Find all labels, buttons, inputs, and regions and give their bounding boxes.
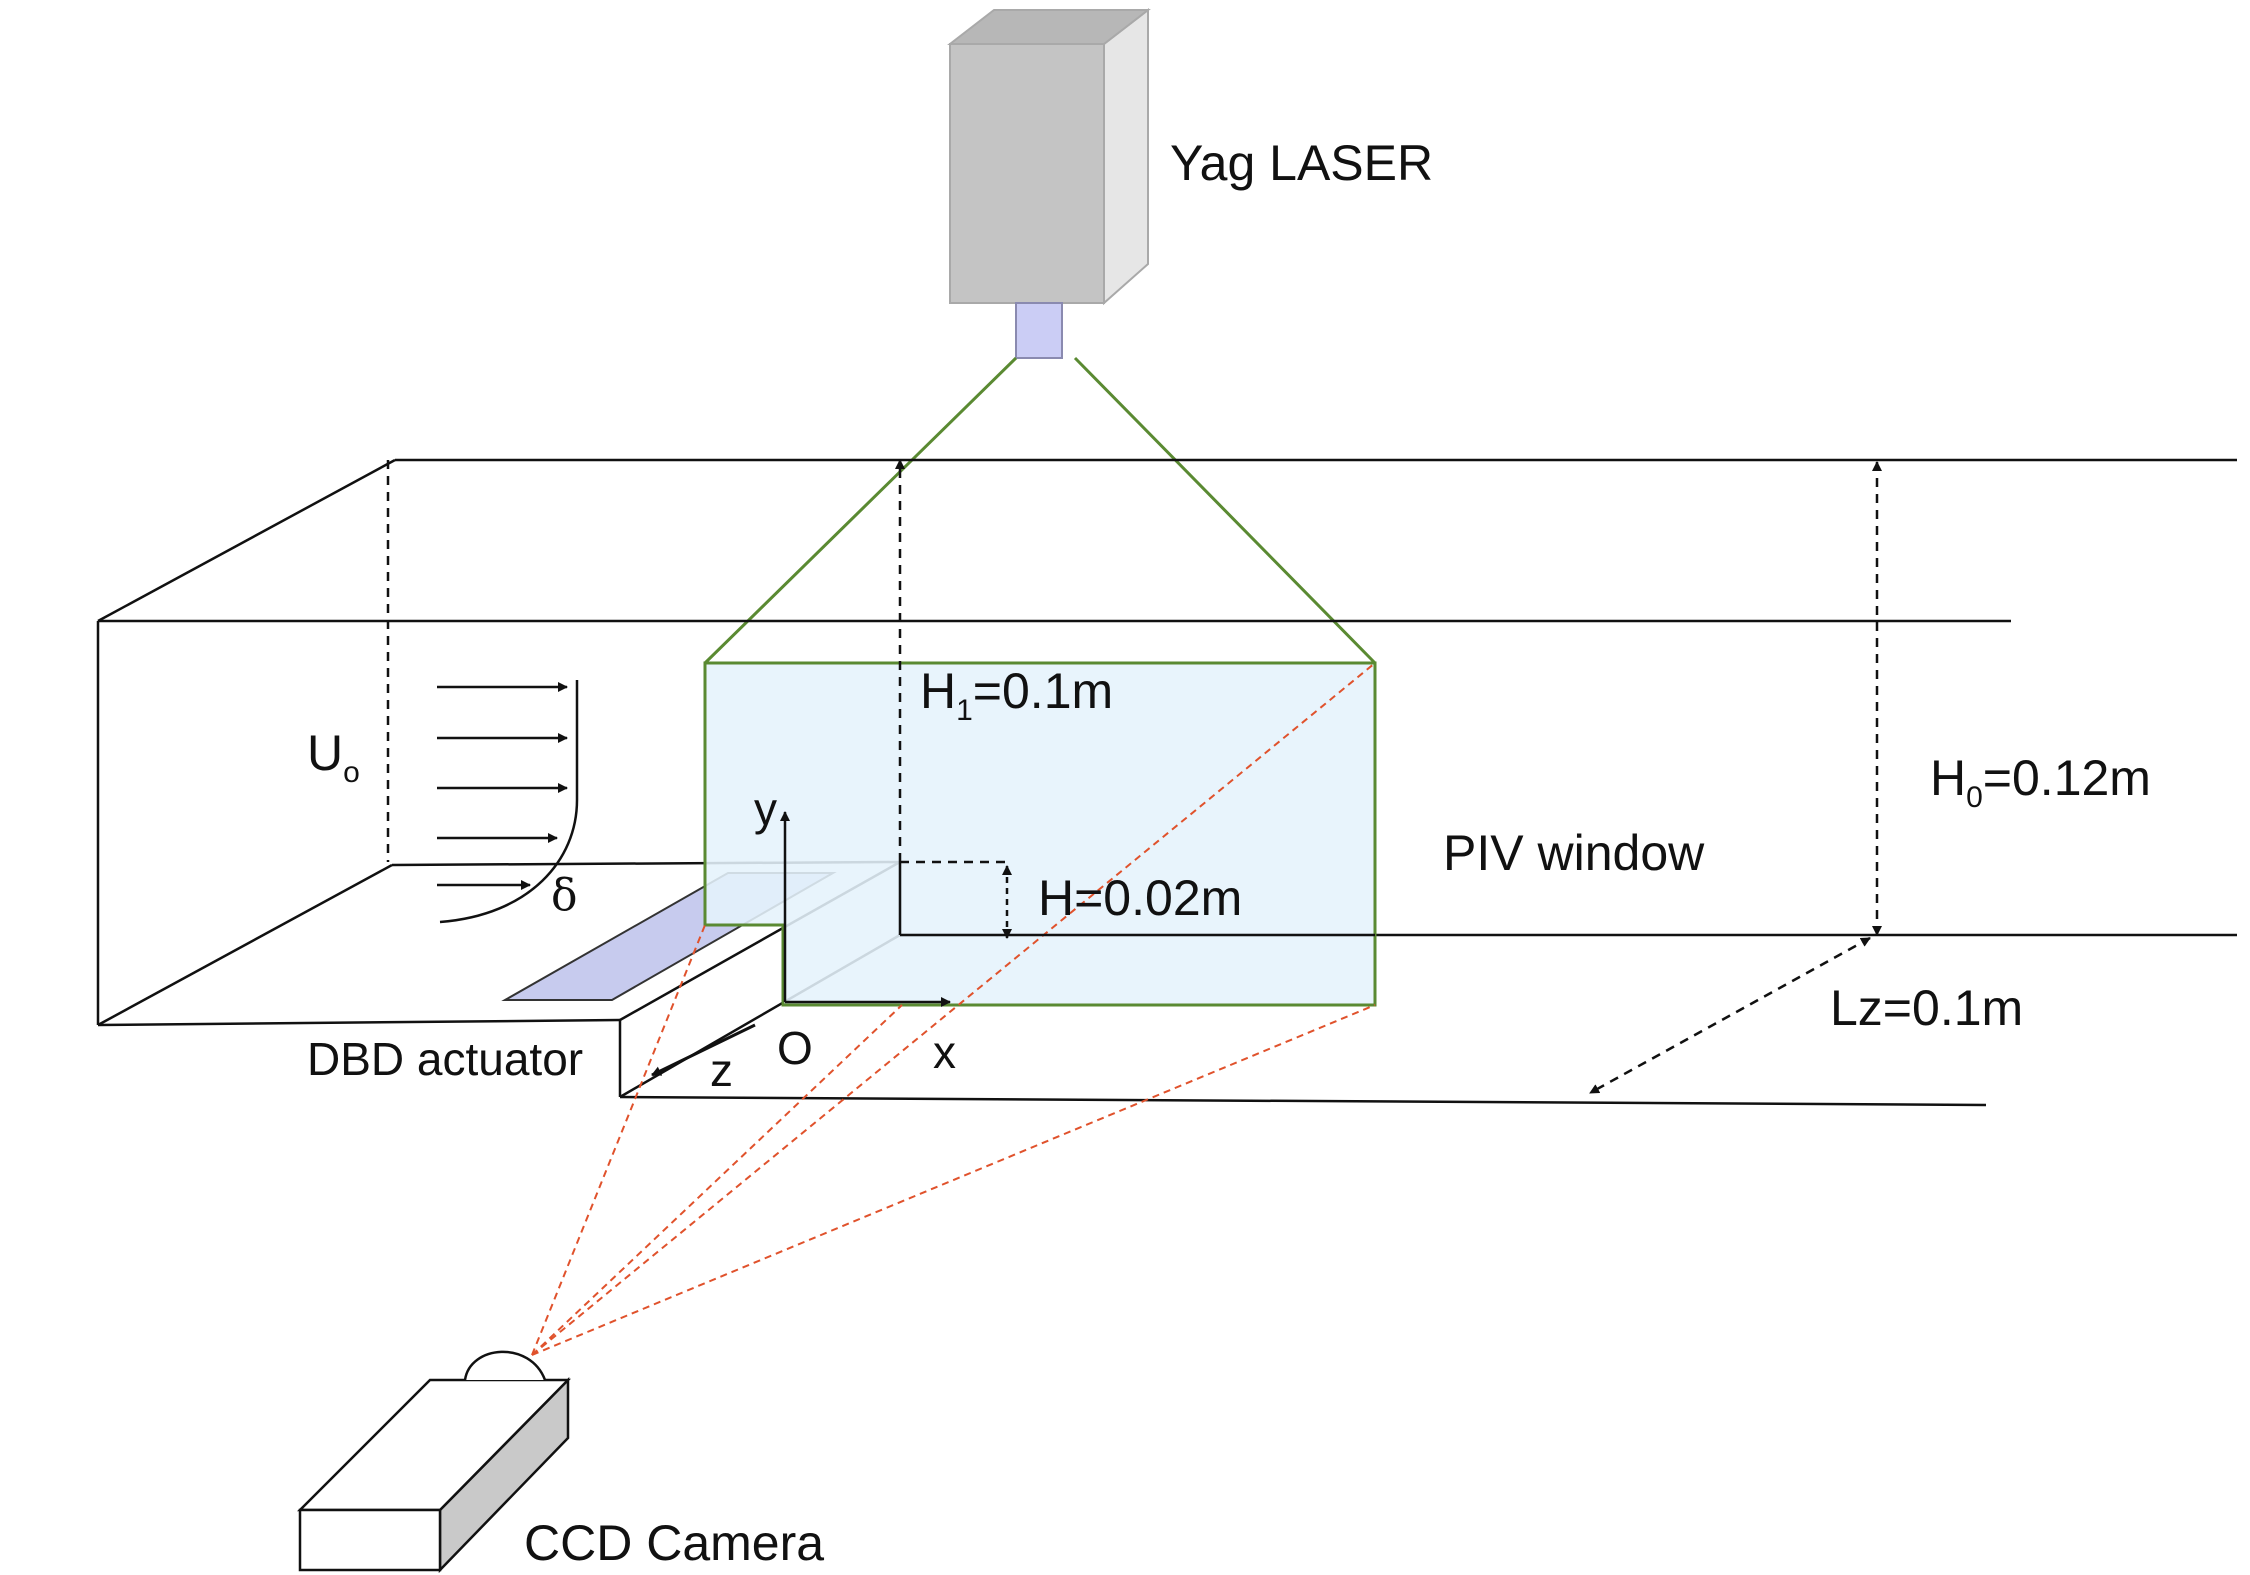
laser-sheet-beams bbox=[703, 356, 1377, 665]
dbd-label: DBD actuator bbox=[307, 1033, 583, 1085]
h0-label: H0=0.12m bbox=[1930, 750, 2151, 814]
laser-label: Yag LASER bbox=[1170, 135, 1433, 191]
camera-ray-2 bbox=[531, 1004, 903, 1356]
piv-window bbox=[703, 661, 1377, 1007]
laser-body-side bbox=[1103, 7, 1149, 306]
camera-ray-1 bbox=[531, 924, 706, 1356]
y-axis-label: y bbox=[754, 783, 777, 835]
inlet-top-diagonal bbox=[97, 458, 396, 623]
camera-front bbox=[298, 1508, 442, 1572]
z-axis-label: z bbox=[710, 1044, 733, 1096]
x-axis-label: x bbox=[933, 1026, 956, 1078]
laser-body-front bbox=[949, 43, 1105, 304]
origin-label: O bbox=[777, 1022, 813, 1074]
inlet-floor-diagonal bbox=[97, 863, 393, 1027]
lz-dimension-arrow bbox=[1589, 936, 1871, 1095]
step-detail bbox=[898, 862, 1375, 937]
front-floor-edge bbox=[97, 1018, 621, 1027]
channel-walls bbox=[96, 458, 2237, 1107]
downstream-floor-front bbox=[619, 1095, 1987, 1107]
lz-label: Lz=0.1m bbox=[1830, 980, 2023, 1036]
boundary-layer-curve bbox=[439, 680, 579, 924]
laser-device bbox=[947, 7, 1151, 359]
velocity-profile bbox=[437, 680, 579, 924]
piv-window-label: PIV window bbox=[1443, 825, 1705, 881]
delta-label: δ bbox=[551, 870, 578, 921]
camera-label: CCD Camera bbox=[524, 1515, 824, 1571]
laser-beam-left bbox=[703, 356, 1018, 665]
h-step-label: H=0.02m bbox=[1038, 870, 1242, 926]
camera-ray-4 bbox=[531, 1004, 1376, 1356]
laser-lens bbox=[1015, 302, 1063, 359]
laser-beam-right bbox=[1073, 356, 1377, 665]
camera-ray-3 bbox=[531, 662, 1376, 1356]
z-axis-arrow bbox=[651, 1023, 756, 1077]
camera-lens-dome bbox=[463, 1350, 547, 1381]
camera-rays bbox=[531, 662, 1376, 1356]
h1-label: H1=0.1m bbox=[920, 663, 1113, 727]
u0-label: Uo bbox=[307, 725, 360, 789]
ccd-camera bbox=[296, 1350, 571, 1574]
